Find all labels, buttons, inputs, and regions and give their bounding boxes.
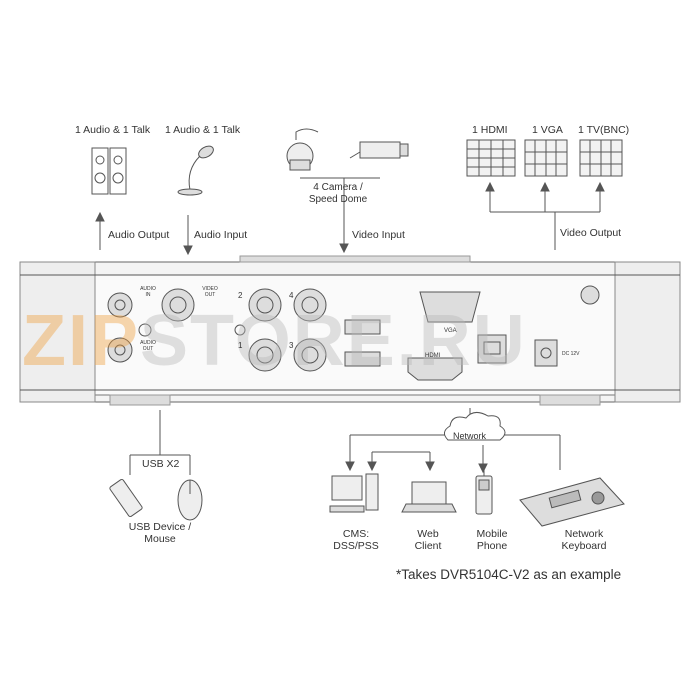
mouse-icon bbox=[177, 479, 203, 521]
video-output-label: Video Output bbox=[560, 227, 622, 239]
mobile-phone-label: Mobile Phone bbox=[476, 528, 508, 552]
camera-dome-label: 4 Camera / Speed Dome bbox=[308, 182, 368, 205]
watermark: ZIPSTORE.RU bbox=[22, 301, 527, 381]
mobile-phone-icon bbox=[475, 470, 493, 515]
tv-label: 1 TV(BNC) bbox=[578, 124, 630, 136]
usb-x2-label: USB X2 bbox=[142, 458, 180, 470]
hdmi-label: 1 HDMI bbox=[472, 124, 508, 136]
port-audio-out-label: AUDIO OUT bbox=[140, 340, 156, 352]
port-4-label: 4 bbox=[289, 291, 294, 300]
video-input-arrow bbox=[300, 177, 380, 254]
usb-device-label: USB Device / Mouse bbox=[128, 521, 192, 545]
port-3-label: 3 bbox=[289, 341, 294, 350]
network-label: Network bbox=[453, 431, 487, 441]
audio-talk-label-2: 1 Audio & 1 Talk bbox=[165, 124, 241, 136]
port-vga-label: VGA bbox=[444, 328, 457, 334]
speed-dome-camera-icon bbox=[286, 128, 319, 171]
network-keyboard-icon bbox=[519, 477, 625, 527]
port-hdmi-label: HDMI bbox=[425, 353, 441, 359]
network-connection-lines bbox=[345, 408, 561, 474]
port-1-label: 1 bbox=[238, 341, 243, 350]
speaker-icon bbox=[91, 147, 127, 195]
port-video-out-label: VIDEO OUT bbox=[202, 286, 218, 298]
usb-stick-icon bbox=[109, 478, 143, 518]
microphone-icon bbox=[177, 145, 214, 196]
monitor-icon bbox=[466, 139, 623, 177]
footnote: *Takes DVR5104C-V2 as an example bbox=[396, 567, 622, 582]
video-output-arrows bbox=[485, 181, 605, 250]
network-cloud-icon bbox=[444, 412, 506, 441]
audio-input-arrow bbox=[183, 215, 193, 256]
web-client-label: Web Client bbox=[414, 528, 442, 552]
video-input-label: Video Input bbox=[352, 229, 405, 241]
audio-output-label: Audio Output bbox=[108, 229, 170, 241]
port-audio-in-label: AUDIO IN bbox=[140, 286, 156, 298]
audio-talk-label-1: 1 Audio & 1 Talk bbox=[75, 124, 151, 136]
laptop-icon bbox=[401, 481, 457, 513]
vga-label: 1 VGA bbox=[532, 124, 563, 136]
cms-label: CMS: DSS/PSS bbox=[333, 528, 379, 552]
bullet-camera-icon bbox=[349, 141, 409, 159]
desktop-pc-icon bbox=[329, 473, 379, 513]
audio-input-label: Audio Input bbox=[194, 229, 248, 241]
usb-connection-lines bbox=[129, 410, 191, 475]
port-2-label: 2 bbox=[238, 291, 243, 300]
audio-output-arrow bbox=[95, 211, 105, 250]
network-keyboard-label: Network Keyboard bbox=[561, 528, 607, 552]
port-dc-label: DC 12V bbox=[562, 351, 580, 357]
